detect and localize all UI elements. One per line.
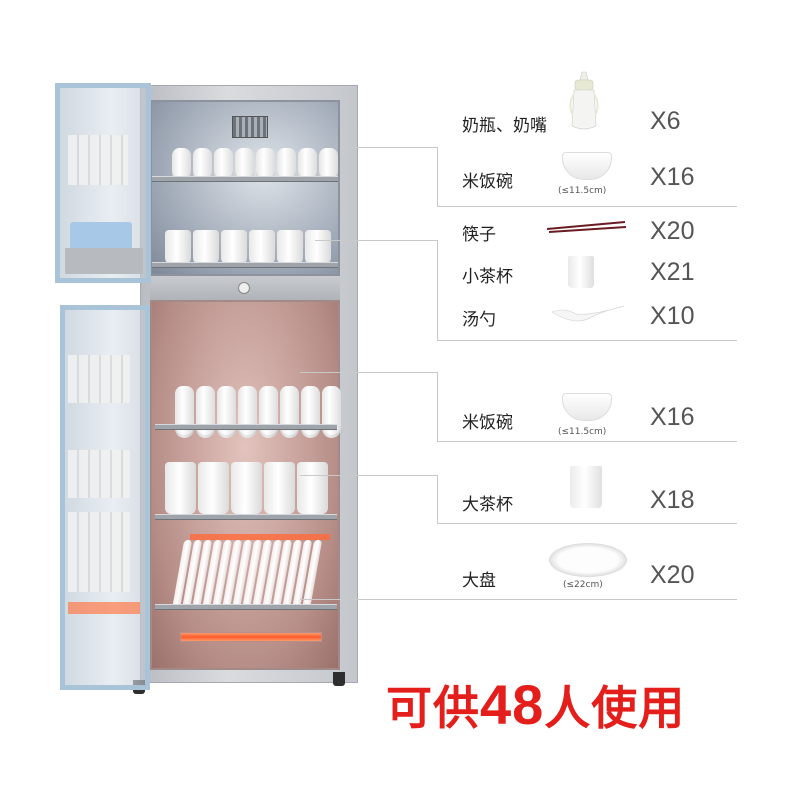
lower-cup-row [165, 462, 328, 514]
lower-door-reflection-1 [68, 355, 130, 403]
upper-rack-2 [152, 262, 338, 268]
item-name-large-cup: 大茶杯 [462, 495, 513, 515]
item-name-rice-bowl: 米饭碗 [462, 172, 513, 192]
heater-tube-icon [180, 632, 322, 642]
connector-lower-2-v [437, 475, 438, 523]
plate-row [171, 540, 323, 610]
connector-upper-1-bottom [437, 206, 737, 207]
lock-knob [238, 282, 250, 294]
tagline-number: 48 [480, 673, 545, 736]
item-name-spoon: 汤勺 [462, 310, 496, 330]
connector-lower-1-bottom [437, 441, 737, 442]
tagline-suffix: 人使用 [544, 681, 686, 735]
connector-lower-3 [300, 599, 737, 600]
item-name-baby-bottle: 奶瓶、奶嘴 [462, 116, 547, 136]
connector-upper-2-bottom [437, 340, 737, 341]
item-qty-chopsticks: X20 [650, 217, 695, 245]
item-name-rice-bowl-lower: 米饭碗 [462, 413, 513, 433]
item-qty-spoon: X10 [650, 302, 695, 330]
baby-bottle-icon [569, 71, 599, 130]
lower-door-reflection-3 [68, 512, 130, 592]
lower-door-reflection-2 [68, 450, 130, 498]
lower-bowl-row [175, 386, 341, 438]
heater-lamp-icon [190, 534, 330, 540]
connector-lower-2-bottom [437, 523, 737, 524]
item-qty-baby-bottle: X6 [650, 107, 681, 135]
item-size-plate: (≤22cm) [563, 580, 603, 590]
spoon-icon [551, 305, 625, 322]
connector-upper-2-v [437, 240, 438, 340]
connector-upper-1-h [340, 147, 437, 148]
chopsticks-icon [546, 221, 626, 233]
small-cup-icon [568, 256, 594, 288]
upper-rack-1 [152, 176, 338, 182]
item-name-chopsticks: 筷子 [462, 225, 496, 245]
item-size-rice-bowl: (≤11.5cm) [558, 186, 607, 196]
connector-lower-1-h [300, 372, 437, 373]
item-qty-rice-bowl-lower: X16 [650, 403, 695, 431]
plate-icon [549, 543, 627, 577]
upper-cup-row [165, 230, 331, 264]
lower-rack-2 [155, 514, 337, 520]
item-size-rice-bowl-lower: (≤11.5cm) [558, 427, 607, 437]
connector-lower-1-v [437, 372, 438, 441]
connector-upper-2-h [315, 240, 437, 241]
item-qty-small-cup: X21 [650, 258, 695, 286]
connector-lower-2-h [300, 475, 437, 476]
item-name-small-cup: 小茶杯 [462, 267, 513, 287]
door-glow [68, 602, 140, 614]
item-qty-rice-bowl: X16 [650, 163, 695, 191]
item-qty-plate: X20 [650, 561, 695, 589]
cabinet-foot-right [333, 672, 345, 686]
door-panel [65, 248, 143, 274]
rice-bowl-icon [562, 152, 612, 180]
rice-bowl-icon [562, 393, 612, 421]
capacity-tagline: 可供48人使用 [386, 672, 685, 738]
large-cup-icon [570, 466, 602, 508]
connector-upper-1-v [437, 147, 438, 206]
lower-rack-1 [155, 424, 337, 430]
vent-icon [232, 116, 268, 138]
upper-door-reflection [68, 135, 128, 185]
item-qty-large-cup: X18 [650, 486, 695, 514]
item-name-plate: 大盘 [462, 571, 496, 591]
tagline-prefix: 可供 [386, 681, 480, 735]
lower-rack-3 [155, 604, 337, 610]
upper-bowl-row [172, 148, 338, 182]
